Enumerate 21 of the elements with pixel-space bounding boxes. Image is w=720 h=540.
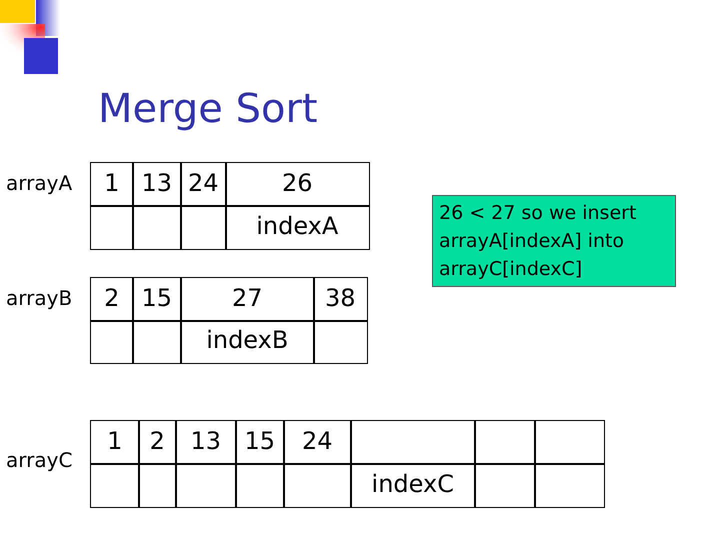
table-cell: 27 [180, 277, 314, 322]
table-cell: 24 [283, 420, 352, 464]
table-cell: 13 [132, 162, 182, 206]
table-cell: 2 [138, 420, 176, 464]
table-cell: 15 [235, 420, 284, 464]
row-label: arrayC [6, 448, 72, 472]
table-cell: indexC [350, 463, 476, 508]
table-cell: 24 [180, 162, 226, 206]
table-cell: indexA [225, 205, 370, 250]
callout-box: 26 < 27 so we insert arrayA[indexA] into arrayC[indexC] [432, 195, 676, 287]
row-label: arrayA [6, 171, 72, 195]
table-cell: 1 [90, 162, 134, 206]
table-cell: 13 [175, 420, 236, 464]
table-cell: 15 [132, 277, 182, 322]
row-label: arrayB [6, 286, 72, 310]
table-cell: 2 [90, 277, 134, 322]
table-cell: 1 [90, 420, 140, 464]
slide-title: Merge Sort [98, 86, 318, 132]
table-cell: 38 [313, 277, 368, 322]
table-cell: indexB [180, 320, 314, 364]
table-cell: 26 [225, 162, 370, 206]
